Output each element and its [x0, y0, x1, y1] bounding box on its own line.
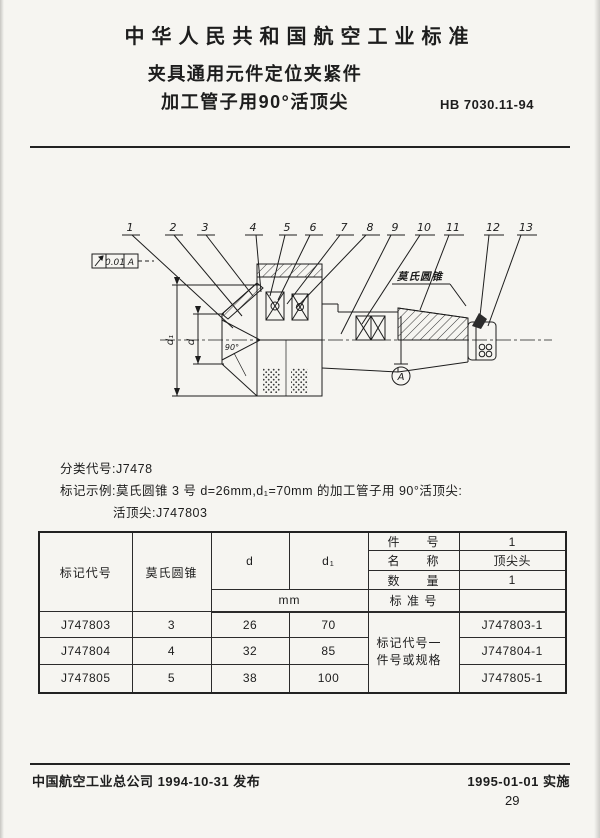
svg-text:A: A [397, 372, 405, 383]
leader-5: 5 [269, 221, 297, 297]
svg-text:7: 7 [341, 221, 348, 234]
qty-label: 数 量 [367, 570, 460, 590]
leader-12: 12 [479, 221, 504, 317]
table-row: J747803 3 26 70 标记代号一件号或规格 J747803-1 [38, 611, 567, 693]
svg-text:2: 2 [170, 221, 177, 234]
std-no-label: 标 准 号 [367, 589, 460, 613]
issued-by: 中国航空工业总公司 1994-10-31 发布 [32, 774, 261, 789]
col-header-d: d [210, 531, 290, 590]
row-d1: 85 [288, 637, 369, 665]
rear-bearing [355, 315, 386, 341]
row-d: 38 [210, 664, 290, 693]
svg-text:8: 8 [367, 221, 374, 234]
row-part: J747804-1 [458, 637, 567, 665]
doc-title-line1: 夹具通用元件定位夹紧件 [147, 64, 363, 84]
page-number: 29 [505, 793, 520, 808]
leader-11: 11 [419, 221, 464, 311]
name-value: 顶尖头 [458, 550, 567, 571]
row-d1: 70 [288, 611, 369, 638]
row-code: J747805 [38, 664, 133, 693]
ball-bearing-front [265, 291, 285, 321]
col-header-taper: 莫氏圆锥 [131, 531, 212, 612]
row-d: 26 [210, 611, 290, 638]
notes-block: 分类代号:J7478 标记示例:莫氏圆锥 3 号 d=26mm,d₁=70mm … [60, 458, 462, 524]
leader-3: 3 [197, 221, 254, 297]
row-code: J747803 [38, 611, 133, 638]
table-row: J747805 5 38 100 J747805-1 [38, 664, 567, 693]
svg-text:d: d [186, 338, 197, 345]
dimension-d1: d₁ [165, 277, 260, 397]
part-no-label: 件 号 [367, 531, 460, 551]
leader-1: 1 [122, 221, 234, 329]
tolerance-value: 0.01 [105, 258, 125, 268]
tolerance-datum: A [127, 258, 134, 268]
angle-label: 90° [225, 343, 239, 352]
svg-text:13: 13 [519, 221, 533, 234]
spindle-shaft [321, 303, 399, 373]
lock-washer [472, 313, 487, 329]
svg-text:5: 5 [284, 221, 291, 234]
leader-2: 2 [165, 221, 243, 317]
row-taper: 4 [131, 637, 212, 665]
row-part: J747805-1 [458, 664, 567, 693]
row-d: 32 [210, 637, 290, 665]
part-no-value: 1 [458, 531, 567, 551]
col-header-d1: d₁ [288, 531, 369, 590]
svg-text:1: 1 [127, 221, 134, 234]
tail-nut [467, 313, 497, 361]
morse-taper-label: 莫氏圆锥 [396, 270, 443, 283]
qty-value: 1 [458, 570, 567, 590]
leader-4: 4 [245, 221, 263, 293]
marking-example-line1: 标记示例:莫氏圆锥 3 号 d=26mm,d₁=70mm 的加工管子用 90°活… [60, 484, 463, 498]
part-leaders: 1 2 3 4 5 6 7 8 9 10 11 12 13 [122, 221, 537, 335]
knurl-patch-left [263, 368, 280, 393]
leader-10: 10 [361, 221, 435, 325]
leader-13: 13 [487, 221, 537, 327]
dimension-d: d [186, 306, 224, 365]
header-divider [30, 146, 570, 148]
ball-bearing-mid [291, 293, 309, 321]
technical-drawing: 0.01 A 1 2 3 4 5 6 7 8 9 10 11 12 13 [91, 221, 552, 397]
standard-name: 中华人民共和国航空工业标准 [124, 26, 476, 48]
leader-7: 7 [286, 221, 354, 305]
svg-text:4: 4 [250, 221, 257, 234]
datum-circle [391, 366, 411, 386]
morse-taper-shank: 莫氏圆锥 [392, 270, 469, 373]
table-row: J747804 4 32 85 J747804-1 [38, 637, 567, 665]
standard-code: HB 7030.11-94 [440, 97, 534, 112]
bearing-housing [256, 263, 323, 397]
svg-text:d₁: d₁ [165, 335, 176, 345]
spec-merged-cell: 标记代号一件号或规格 [367, 611, 460, 693]
footer-divider [30, 763, 570, 765]
marking-example-line2: 活顶尖:J747803 [113, 506, 208, 520]
row-code: J747804 [38, 637, 133, 665]
std-no-value [458, 589, 567, 613]
knurl-patch-right [291, 368, 308, 393]
unit-cell: mm [210, 589, 369, 613]
effective-date: 1995-01-01 实施 [467, 774, 570, 789]
svg-text:10: 10 [417, 221, 431, 234]
row-part: J747803-1 [458, 611, 567, 638]
svg-text:9: 9 [392, 221, 399, 234]
leader-9: 9 [340, 221, 405, 335]
name-label: 名 称 [367, 550, 460, 571]
datum-a: A [391, 316, 411, 386]
svg-text:6: 6 [310, 221, 317, 234]
row-taper: 5 [131, 664, 212, 693]
col-header-code: 标记代号 [38, 531, 133, 612]
svg-text:12: 12 [486, 221, 500, 234]
row-d1: 100 [288, 664, 369, 693]
specification-table: 标记代号 莫氏圆锥 d d₁ 件 号 1 名 称 顶尖头 数 量 1 mm 标 … [38, 531, 567, 694]
runout-tolerance-frame: 0.01 A [91, 253, 154, 269]
classification-code: 分类代号:J7478 [60, 462, 153, 476]
svg-text:11: 11 [446, 221, 460, 234]
doc-title-line2: 加工管子用90°活顶尖 [161, 92, 349, 112]
row-taper: 3 [131, 611, 212, 638]
svg-text:3: 3 [202, 221, 209, 234]
